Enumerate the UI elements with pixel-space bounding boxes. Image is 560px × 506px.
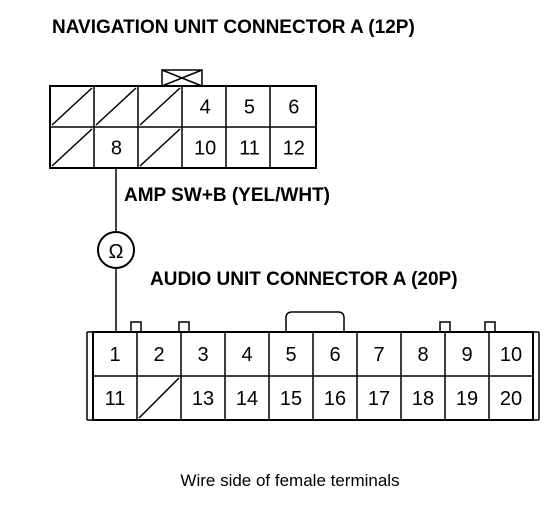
audio-pin-1: 1 [109,344,120,366]
audio-pin-19: 19 [456,388,478,410]
nav-pin-12: 12 [283,138,305,160]
audio-connector-title: AUDIO UNIT CONNECTOR A (20P) [150,269,458,290]
audio-connector-notches [130,321,496,333]
nav-unused-slash [95,87,137,126]
audio-pin-9: 9 [461,344,472,366]
audio-pin-3: 3 [197,344,208,366]
audio-pin-10: 10 [500,344,522,366]
nav-connector-lock-tab [161,69,203,87]
audio-pin-16: 16 [324,388,346,410]
nav-unused-slash [51,128,93,167]
ohm-icon: Ω [109,241,124,263]
nav-pin-6: 6 [288,97,299,119]
audio-pin-8: 8 [417,344,428,366]
nav-pin-4: 4 [200,97,211,119]
audio-pin-18: 18 [412,388,434,410]
audio-unused-slash [138,377,180,419]
ohmmeter-symbol: Ω [97,231,135,269]
audio-pin-14: 14 [236,388,258,410]
wire-label: AMP SW+B (YEL/WHT) [124,185,330,206]
audio-pin-17: 17 [368,388,390,410]
audio-pin-6: 6 [329,344,340,366]
audio-pin-7: 7 [373,344,384,366]
nav-connector-title: NAVIGATION UNIT CONNECTOR A (12P) [52,17,415,38]
audio-connector-lock-tab [285,311,345,332]
audio-pin-15: 15 [280,388,302,410]
nav-pin-8: 8 [111,138,122,160]
diagram-caption: Wire side of female terminals [180,471,399,490]
nav-unused-slash [139,128,181,167]
audio-pin-2: 2 [153,344,164,366]
nav-pin-10: 10 [194,138,216,160]
audio-connector-body [86,331,540,421]
nav-pin-5: 5 [244,97,255,119]
audio-pin-5: 5 [285,344,296,366]
audio-pin-11: 11 [105,388,126,410]
audio-pin-20: 20 [500,388,522,410]
nav-pin-11: 11 [239,138,260,160]
audio-pin-13: 13 [192,388,214,410]
nav-connector-body [49,85,317,169]
nav-unused-slash [139,87,181,126]
audio-pin-4: 4 [241,344,252,366]
nav-unused-slash [51,87,93,126]
